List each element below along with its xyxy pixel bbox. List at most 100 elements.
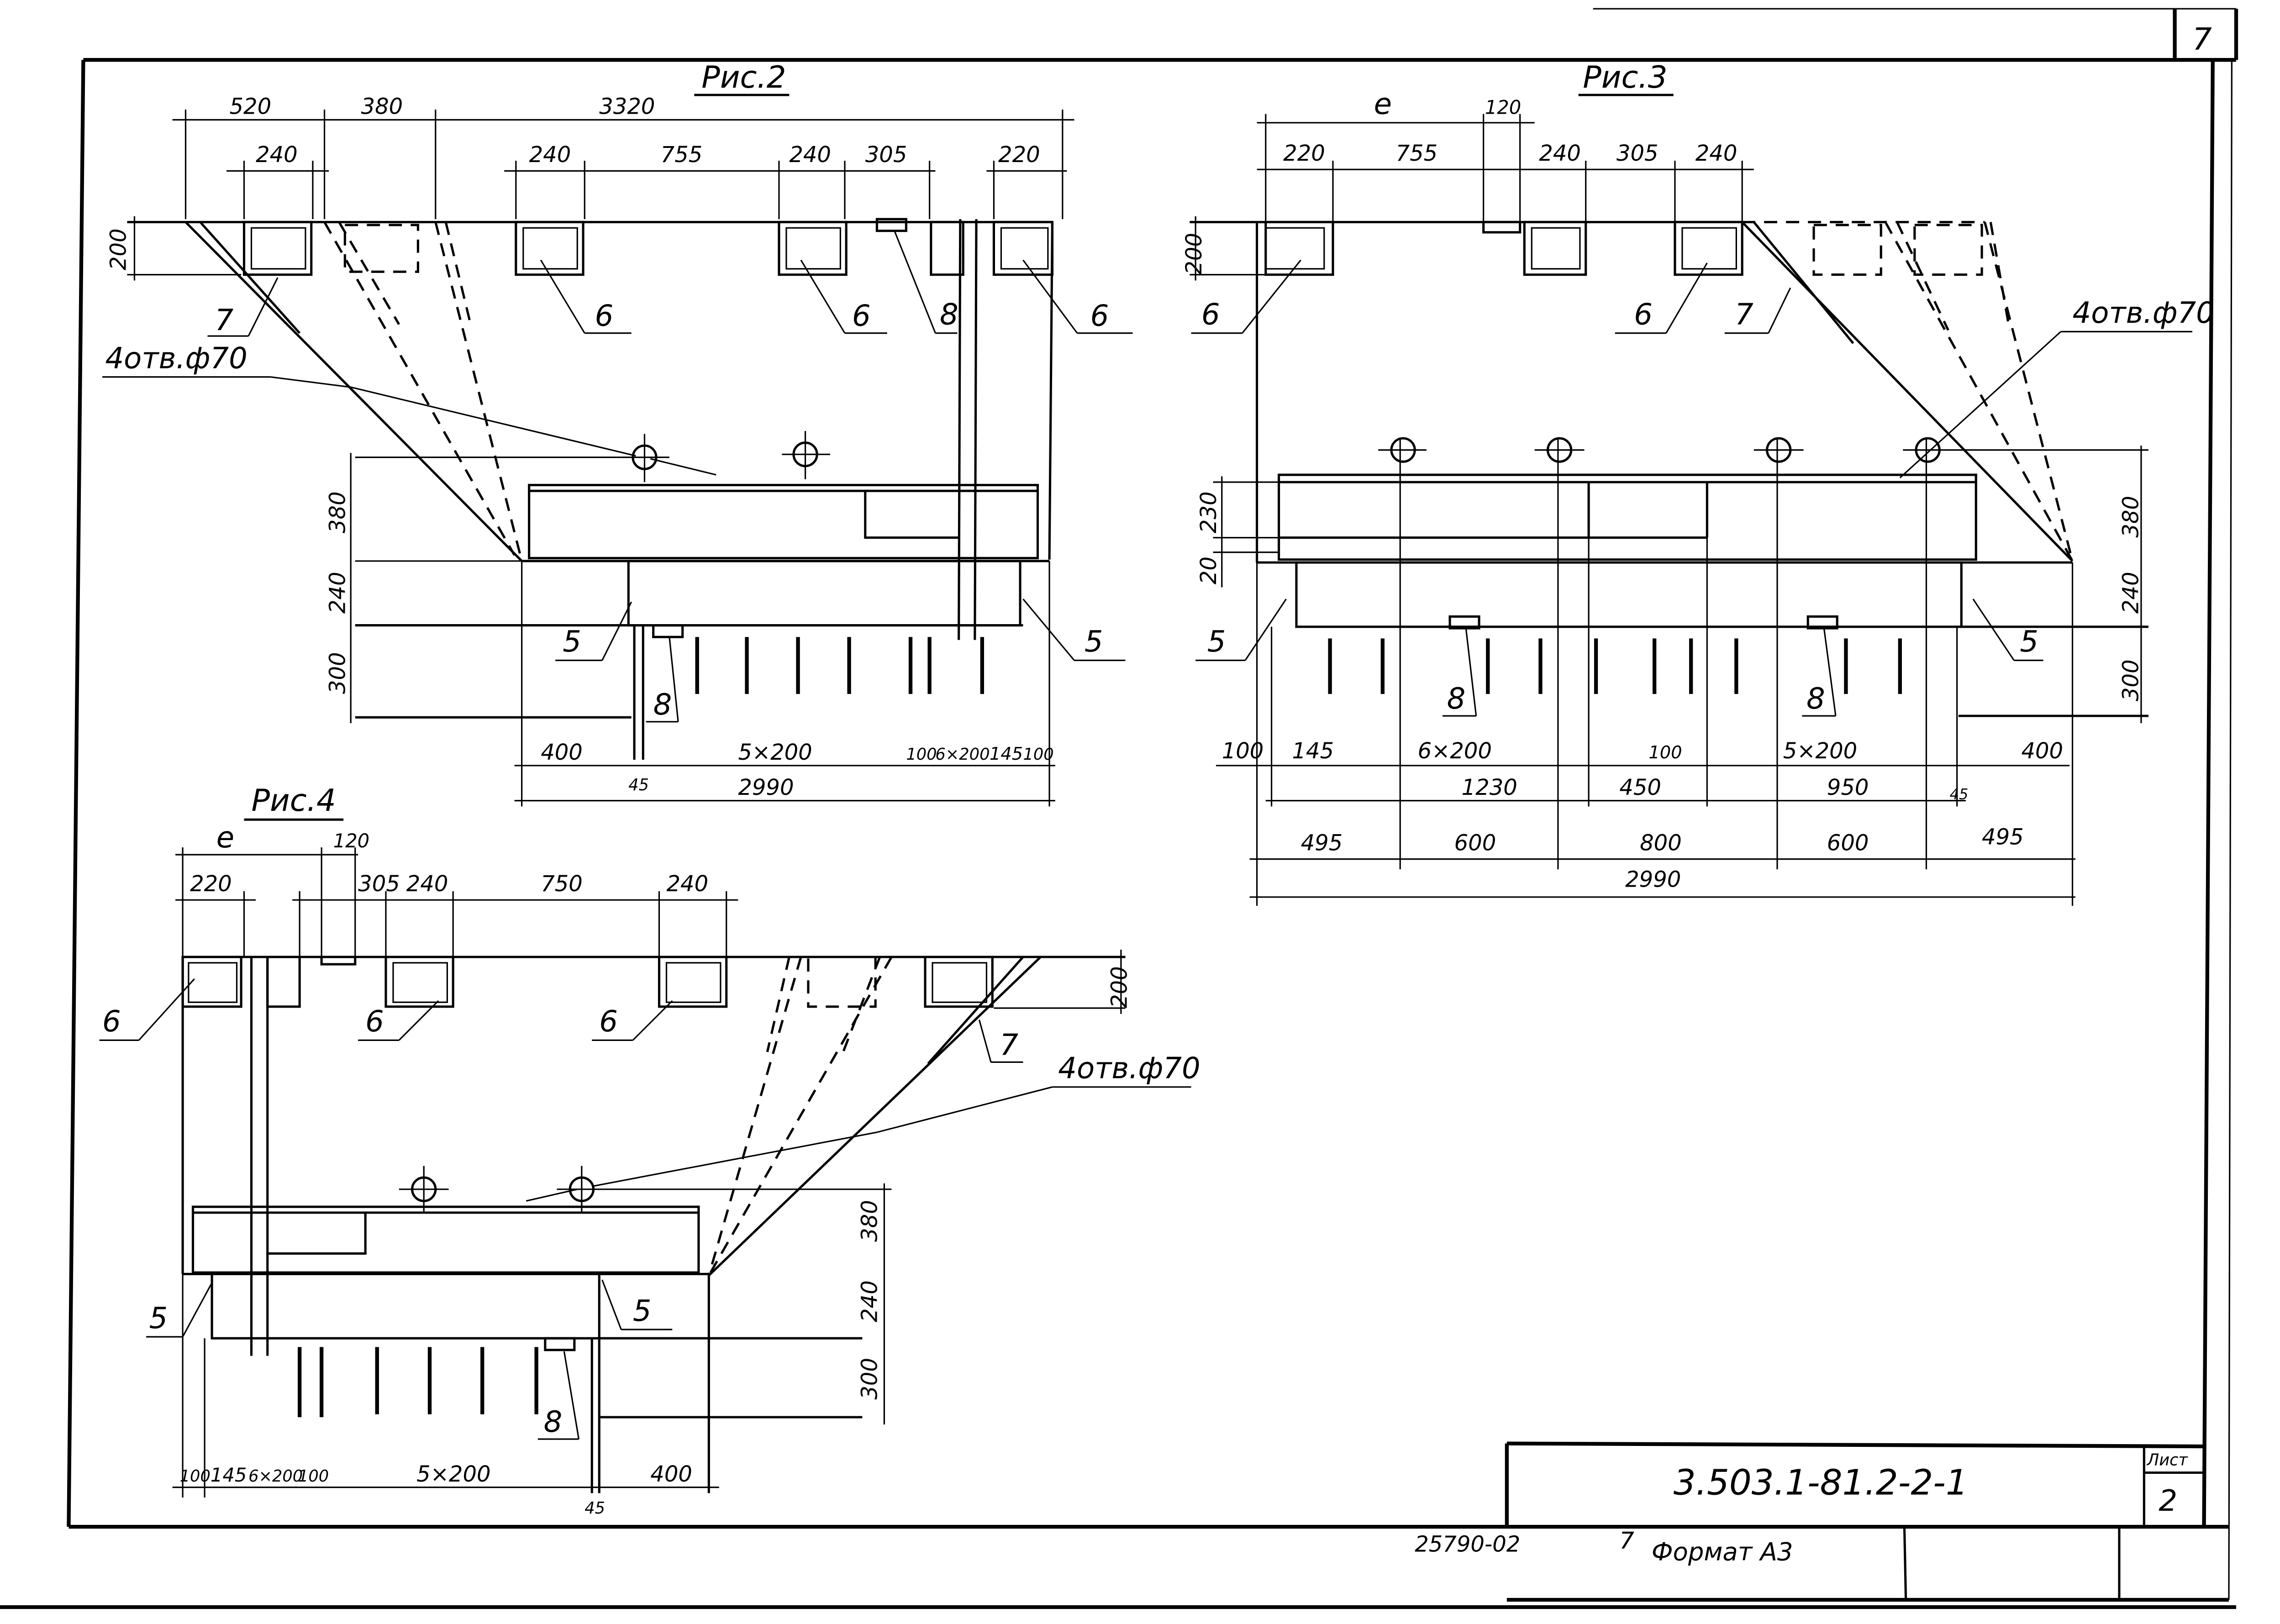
fig2-dim-220: 220 bbox=[998, 142, 1040, 168]
sheet-label: Лист bbox=[2146, 1451, 2189, 1470]
fig3-dim-755: 755 bbox=[1396, 141, 1438, 166]
corner-number: 7 bbox=[2192, 21, 2212, 57]
fig3-dim-120: 120 bbox=[1485, 96, 1521, 119]
fig2-title: Рис.2 bbox=[701, 59, 786, 95]
inventory-suffix: 7 bbox=[1619, 1527, 1634, 1555]
fig4-callout-6b: 6 bbox=[365, 1005, 384, 1039]
fig4-dim-240a: 240 bbox=[406, 871, 448, 897]
figure-4: Рис.4 e 120 220 305 240 750 240 200 bbox=[99, 783, 1201, 1518]
fig2-dim-100a: 100 bbox=[906, 745, 937, 764]
fig4-dim-240b: 240 bbox=[666, 871, 708, 897]
fig2-dim-400: 400 bbox=[541, 740, 583, 765]
fig4-callout-5b: 5 bbox=[633, 1294, 652, 1328]
fig4-dim-120: 120 bbox=[333, 830, 369, 852]
fig2-dim-3320: 3320 bbox=[599, 94, 655, 120]
fig4-callout-6c: 6 bbox=[599, 1005, 618, 1039]
fig3-callout-7: 7 bbox=[1735, 298, 1753, 331]
fig4-dim-750: 750 bbox=[541, 871, 583, 897]
fig3-dim-240b: 240 bbox=[1696, 141, 1738, 166]
fig3-dim-100a: 100 bbox=[1222, 738, 1264, 764]
document-code: 3.503.1-81.2-2-1 bbox=[1674, 1463, 1968, 1503]
fig3-dim-5x200: 5×200 bbox=[1783, 738, 1857, 764]
fig3-callout-5a: 5 bbox=[1207, 625, 1226, 659]
fig4-dim-240v: 240 bbox=[857, 1280, 882, 1322]
fig2-dim-2990: 2990 bbox=[738, 775, 794, 800]
fig2-dim-305: 305 bbox=[865, 142, 907, 168]
fig4-dim-380v: 380 bbox=[857, 1200, 882, 1242]
fig2-dim-380v: 380 bbox=[325, 491, 350, 533]
fig2-dim-520: 520 bbox=[230, 94, 272, 120]
fig3-dim-450: 450 bbox=[1619, 775, 1661, 800]
fig3-dim-400: 400 bbox=[2021, 738, 2063, 764]
inventory-number: 25790-02 bbox=[1415, 1531, 1520, 1557]
fig3-callout-8a: 8 bbox=[1447, 682, 1466, 716]
fig2-callout-5a: 5 bbox=[563, 625, 581, 659]
fig2-dim-240a: 240 bbox=[256, 142, 298, 168]
fig2-dim-755: 755 bbox=[661, 142, 703, 168]
fig3-dim-240a: 240 bbox=[1539, 141, 1581, 166]
fig3-dim-305: 305 bbox=[1617, 141, 1659, 166]
fig3-dim-2990: 2990 bbox=[1625, 867, 1681, 892]
fig3-callout-6b: 6 bbox=[1634, 298, 1653, 331]
fig3-dim-600b: 600 bbox=[1827, 830, 1869, 856]
fig2-dim-380: 380 bbox=[361, 94, 403, 120]
fig4-dim-6x200: 6×200 bbox=[248, 1467, 303, 1486]
fig3-dim-495b: 495 bbox=[1982, 825, 2024, 850]
fig2-dim-300v: 300 bbox=[325, 652, 350, 694]
fig3-title: Рис.3 bbox=[1583, 59, 1667, 95]
fig3-dim-950: 950 bbox=[1827, 775, 1869, 800]
fig3-dim-240v: 240 bbox=[2118, 572, 2144, 614]
fig2-dim-200: 200 bbox=[105, 228, 131, 270]
fig4-holes-note: 4отв.ф70 bbox=[1058, 1052, 1200, 1086]
fig4-callout-5a: 5 bbox=[149, 1302, 168, 1335]
fig2-dim-5x200: 5×200 bbox=[738, 740, 812, 765]
fig3-dim-145: 145 bbox=[1292, 738, 1334, 764]
fig3-dim-100b: 100 bbox=[1648, 742, 1682, 763]
fig4-dim-145: 145 bbox=[211, 1464, 247, 1486]
fig3-dim-1230: 1230 bbox=[1462, 775, 1517, 800]
fig2-callout-6c: 6 bbox=[1090, 300, 1109, 333]
fig4-callout-8: 8 bbox=[544, 1405, 563, 1439]
fig3-dim-6x200: 6×200 bbox=[1418, 738, 1492, 764]
fig2-dim-45: 45 bbox=[628, 776, 649, 794]
fig2-dim-240v: 240 bbox=[325, 572, 350, 614]
fig3-dim-45: 45 bbox=[1950, 785, 1969, 803]
fig2-dim-100b: 100 bbox=[1023, 745, 1053, 764]
fig2-callout-6a: 6 bbox=[595, 300, 614, 333]
fig2-dim-240c: 240 bbox=[789, 142, 831, 168]
fig4-dim-5x200: 5×200 bbox=[416, 1461, 490, 1487]
figure-3: Рис.3 e 120 220 755 240 305 240 200 bbox=[1181, 59, 2215, 906]
fig2-dim-240b: 240 bbox=[529, 142, 571, 168]
fig4-dim-45: 45 bbox=[584, 1499, 605, 1518]
fig2-callout-7: 7 bbox=[215, 304, 233, 337]
fig4-dim-400: 400 bbox=[650, 1461, 692, 1487]
fig3-callout-5b: 5 bbox=[2020, 625, 2038, 659]
fig3-dim-300v: 300 bbox=[2118, 659, 2144, 701]
fig3-dim-800: 800 bbox=[1640, 830, 1682, 856]
fig3-dim-200: 200 bbox=[1181, 233, 1207, 275]
fig4-dim-305: 305 bbox=[358, 871, 400, 897]
fig2-callout-6b: 6 bbox=[852, 300, 871, 333]
fig3-callout-6a: 6 bbox=[1201, 298, 1220, 331]
fig2-callout-5b: 5 bbox=[1085, 625, 1103, 659]
fig4-dim-100b: 100 bbox=[298, 1467, 329, 1486]
fig4-callout-6a: 6 bbox=[102, 1005, 121, 1039]
fig3-callout-8b: 8 bbox=[1806, 682, 1825, 716]
fig4-callout-7: 7 bbox=[1000, 1028, 1018, 1062]
fig4-dim-200: 200 bbox=[1107, 966, 1132, 1008]
fig4-title: Рис.4 bbox=[252, 783, 336, 818]
format-label: Формат А3 bbox=[1652, 1538, 1793, 1566]
fig3-holes-note: 4отв.ф70 bbox=[2073, 296, 2215, 330]
fig3-dim-20: 20 bbox=[1196, 557, 1222, 584]
fig4-dim-300v: 300 bbox=[857, 1358, 882, 1400]
fig3-dim-e: e bbox=[1374, 88, 1392, 121]
title-block bbox=[1505, 1441, 2229, 1602]
fig3-dim-600a: 600 bbox=[1454, 830, 1496, 856]
fig4-dim-e: e bbox=[216, 821, 234, 855]
fig4-dim-100a: 100 bbox=[180, 1467, 211, 1486]
fig3-dim-380v: 380 bbox=[2118, 496, 2144, 538]
fig2-holes-note: 4отв.ф70 bbox=[105, 342, 247, 375]
sheet-number: 2 bbox=[2159, 1484, 2177, 1518]
